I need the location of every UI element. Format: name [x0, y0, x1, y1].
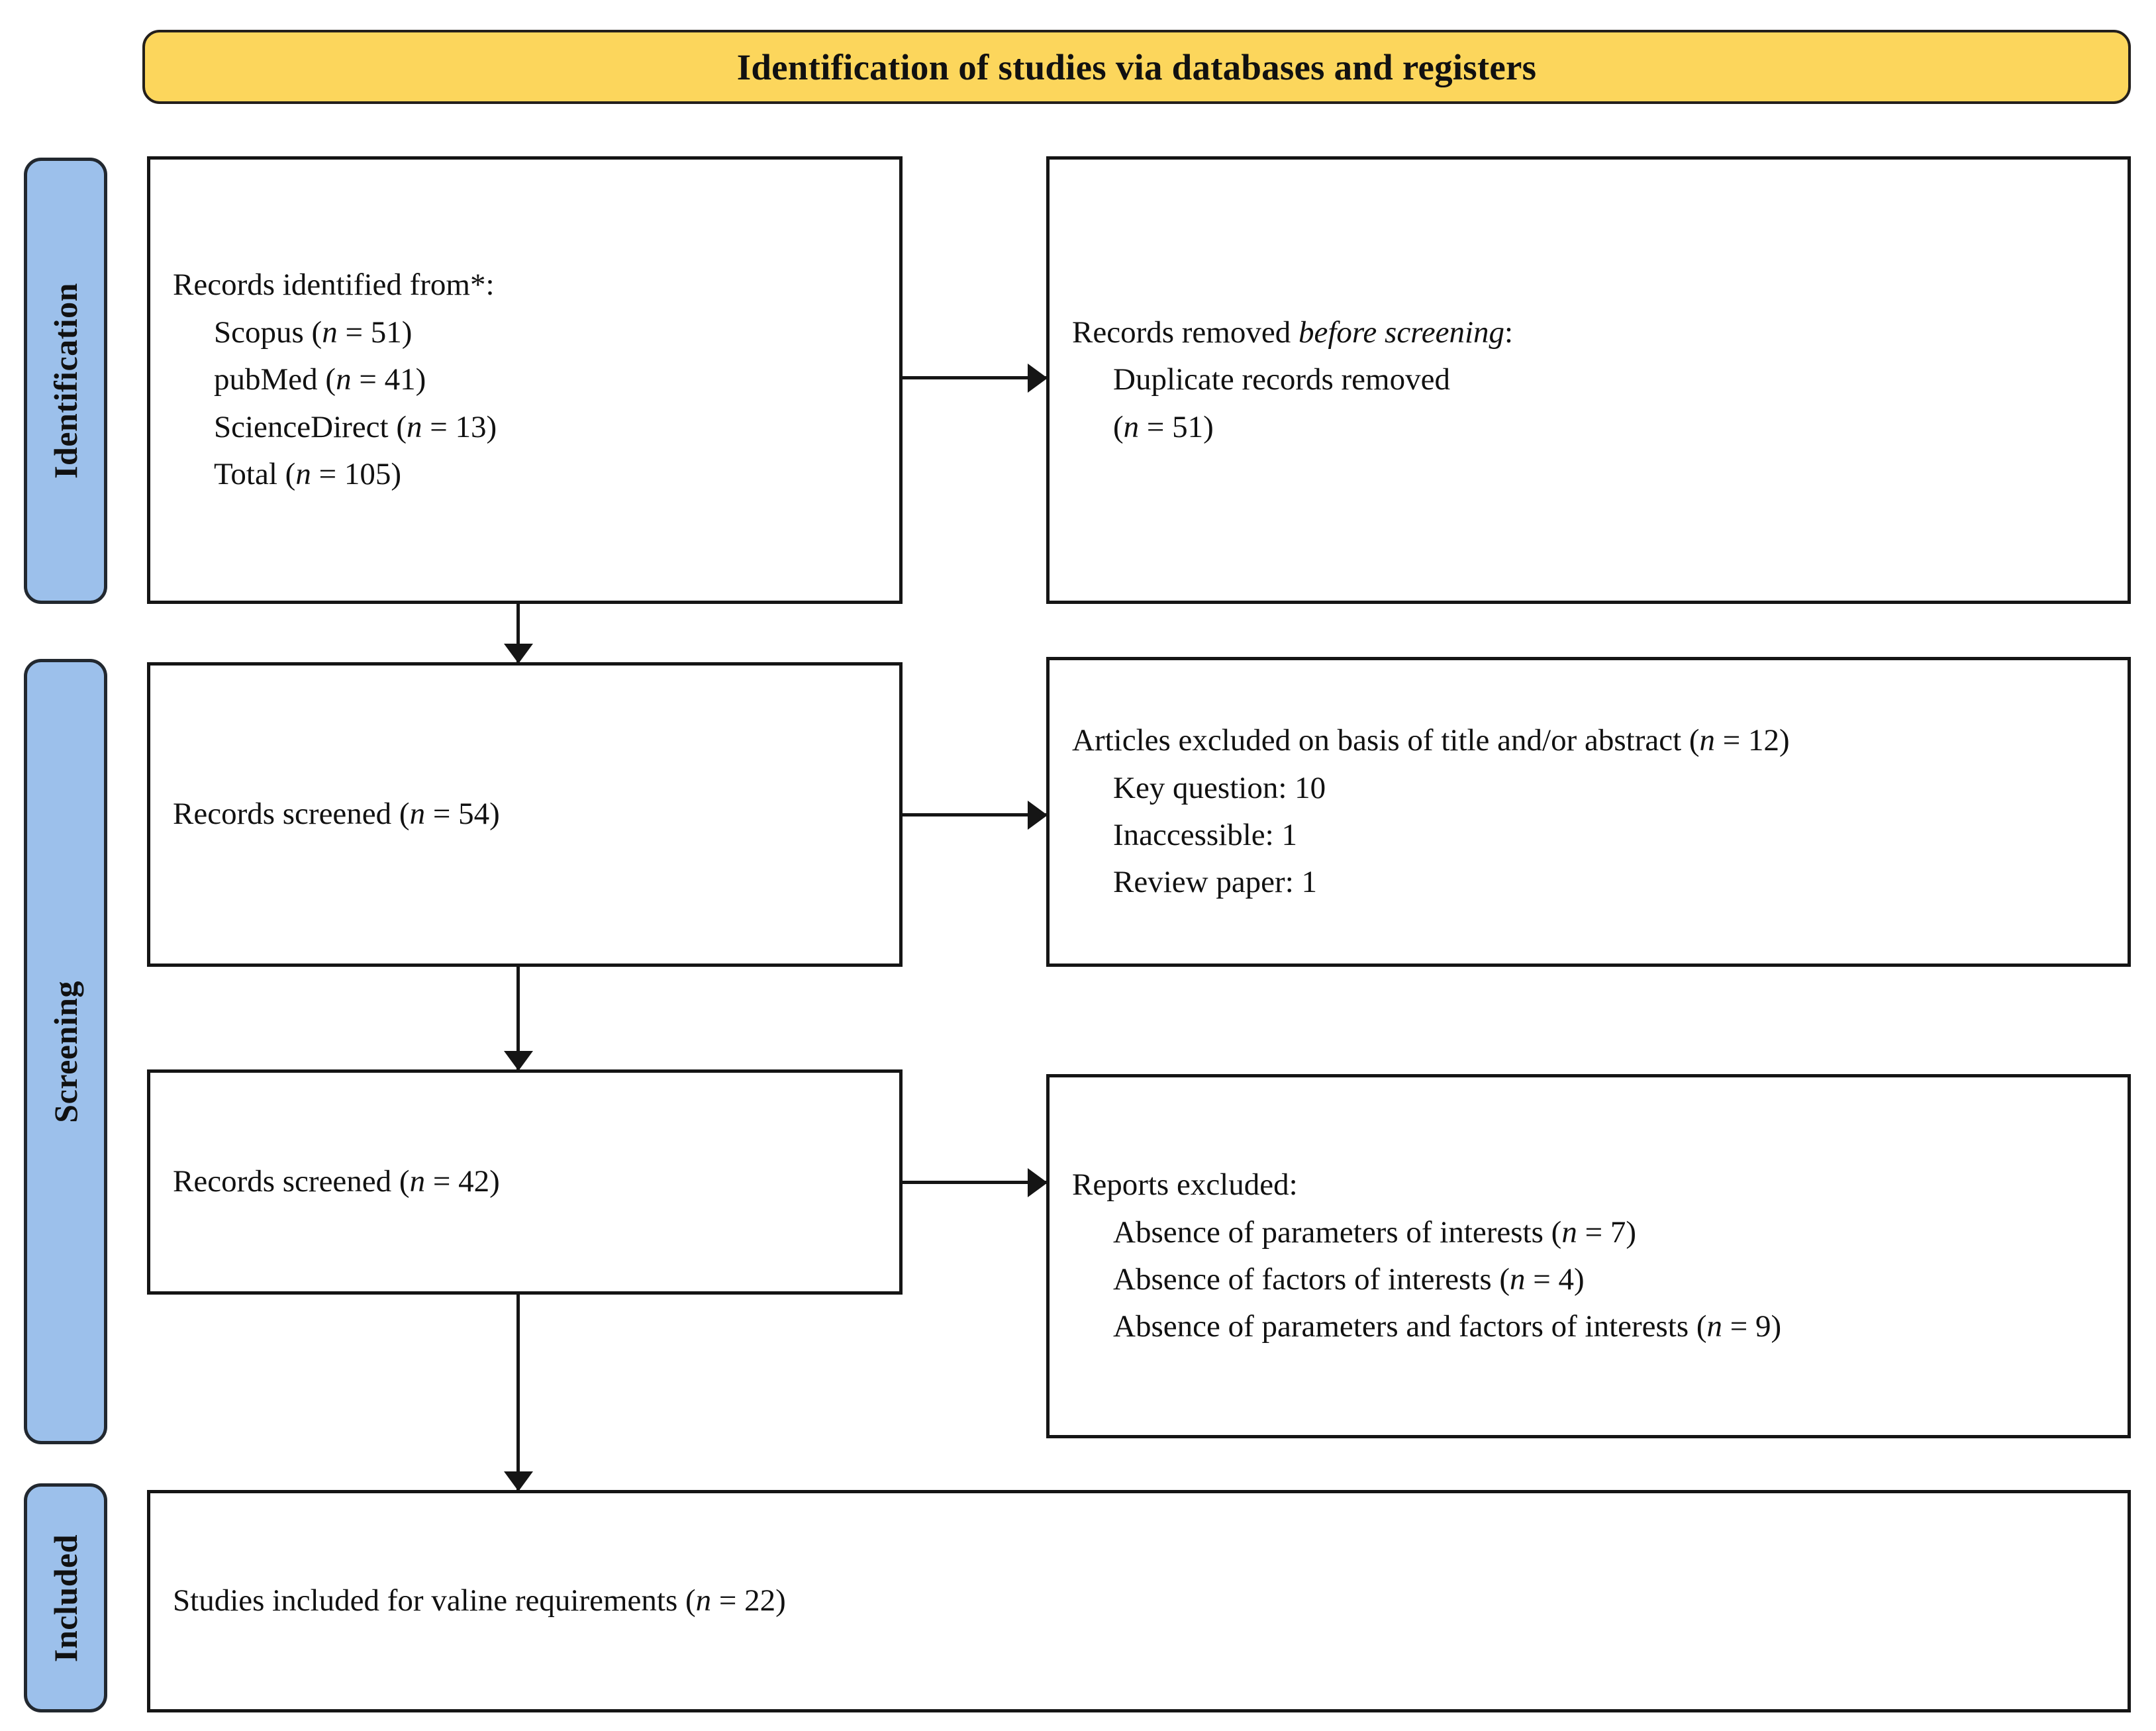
exclusion-reason-inaccessible: Inaccessible: 1: [1113, 818, 1297, 852]
studies-included-text: Studies included for valine requirements…: [173, 1577, 2105, 1624]
stage-label-included-text: Included: [47, 1534, 84, 1662]
diagram-title-banner: Identification of studies via databases …: [142, 30, 2131, 104]
stage-label-identification: Identification: [24, 158, 107, 604]
stage-label-screening: Screening: [24, 659, 107, 1444]
box-records-screened-54: Records screened (n = 54): [147, 662, 903, 967]
italic-n: n: [1706, 1309, 1723, 1344]
studies-included-count: = 22): [711, 1583, 786, 1618]
arrow-identified-to-removed: [903, 376, 1046, 379]
duplicate-count-value: = 51): [1139, 409, 1214, 444]
box-records-identified: Records identified from*: Scopus (n = 51…: [147, 156, 903, 604]
records-screened-42-text: Records screened (n = 42): [173, 1158, 877, 1205]
source-count-pubmed: = 41): [351, 362, 426, 397]
arrow-screened42-to-reports-excluded: [903, 1181, 1046, 1184]
exclusion-reason-review-paper: Review paper: 1: [1113, 865, 1318, 900]
box-articles-excluded-title-abstract: Articles excluded on basis of title and/…: [1046, 657, 2131, 967]
box-reports-excluded: Reports excluded: Absence of parameters …: [1046, 1074, 2131, 1438]
source-name-sciencedirect: ScienceDirect: [214, 409, 397, 444]
italic-n: n: [1561, 1214, 1577, 1250]
stage-label-screening-text: Screening: [47, 980, 84, 1123]
records-removed-heading: Records removed before screening:: [1072, 309, 2105, 356]
stage-label-included: Included: [24, 1483, 107, 1712]
source-name-scopus: Scopus: [214, 315, 312, 350]
reports-excluded-reason-parameters-and-factors: Absence of parameters and factors of int…: [1072, 1303, 2105, 1350]
box-records-removed: Records removed before screening: Duplic…: [1046, 156, 2131, 604]
page-title: Identification of studies via databases …: [736, 46, 1537, 87]
records-screened-54-count: = 54): [425, 797, 500, 832]
italic-n: n: [1699, 723, 1716, 758]
articles-excluded-heading-pre: Articles excluded on basis of title and/…: [1072, 723, 1700, 758]
articles-excluded-count: = 12): [1715, 723, 1790, 758]
reason-parameters-count: = 7): [1577, 1214, 1636, 1250]
italic-n: n: [409, 1164, 426, 1199]
reason-factors-count: = 4): [1525, 1262, 1585, 1297]
source-count-sciencedirect: = 13): [422, 409, 497, 444]
arrow-screened54-to-excluded: [903, 813, 1046, 816]
italic-n: n: [695, 1583, 712, 1618]
reason-parameters-label: Absence of parameters of interests (: [1113, 1214, 1562, 1250]
studies-included-pre: Studies included for valine requirements…: [173, 1583, 696, 1618]
reports-excluded-heading: Reports excluded:: [1072, 1167, 1298, 1203]
italic-n: n: [1510, 1262, 1526, 1297]
reason-parameters-factors-label: Absence of parameters and factors of int…: [1113, 1309, 1707, 1344]
arrow-screened54-to-screened42: [516, 967, 520, 1069]
italic-n: n: [336, 362, 352, 397]
records-removed-heading-emphasis: before screening: [1298, 315, 1505, 350]
italic-n: n: [406, 409, 422, 444]
records-screened-54-text: Records screened (n = 54): [173, 791, 877, 838]
records-removed-heading-pre: Records removed: [1072, 315, 1298, 350]
arrow-identified-to-screened54: [516, 604, 520, 662]
records-screened-54-pre: Records screened (: [173, 797, 410, 832]
source-name-pubmed: pubMed: [214, 362, 326, 397]
source-count-scopus: = 51): [337, 315, 413, 350]
articles-excluded-heading: Articles excluded on basis of title and/…: [1072, 717, 2105, 764]
records-identified-heading: Records identified from*:: [173, 268, 495, 303]
italic-n: n: [322, 315, 338, 350]
duplicate-records-removed-label: Duplicate records removed: [1113, 362, 1450, 397]
records-removed-heading-post: :: [1504, 315, 1514, 350]
records-screened-42-pre: Records screened (: [173, 1164, 410, 1199]
records-identified-source-sciencedirect: ScienceDirect (n = 13): [214, 409, 497, 444]
arrow-screened42-to-included: [516, 1295, 520, 1490]
italic-n: n: [295, 457, 311, 492]
duplicate-records-removed-count: (n = 51): [1072, 404, 2105, 451]
source-name-total: Total: [214, 457, 285, 492]
source-count-total: = 105): [311, 457, 401, 492]
records-identified-source-total: Total (n = 105): [214, 457, 401, 492]
box-studies-included: Studies included for valine requirements…: [147, 1490, 2131, 1712]
reason-factors-label: Absence of factors of interests (: [1113, 1262, 1510, 1297]
reports-excluded-reason-parameters: Absence of parameters of interests (n = …: [1072, 1209, 2105, 1256]
reports-excluded-reason-factors: Absence of factors of interests (n = 4): [1072, 1256, 2105, 1303]
exclusion-reason-key-question: Key question: 10: [1113, 770, 1326, 805]
reason-parameters-factors-count: = 9): [1722, 1309, 1782, 1344]
records-identified-source-pubmed: pubMed (n = 41): [214, 362, 426, 397]
records-screened-42-count: = 42): [425, 1164, 500, 1199]
box-records-screened-42: Records screened (n = 42): [147, 1069, 903, 1295]
records-identified-source-scopus: Scopus (n = 51): [214, 315, 413, 350]
paren-open: (: [1113, 409, 1124, 444]
italic-n: n: [409, 797, 426, 832]
italic-n: n: [1123, 409, 1140, 444]
stage-label-identification-text: Identification: [47, 283, 84, 479]
